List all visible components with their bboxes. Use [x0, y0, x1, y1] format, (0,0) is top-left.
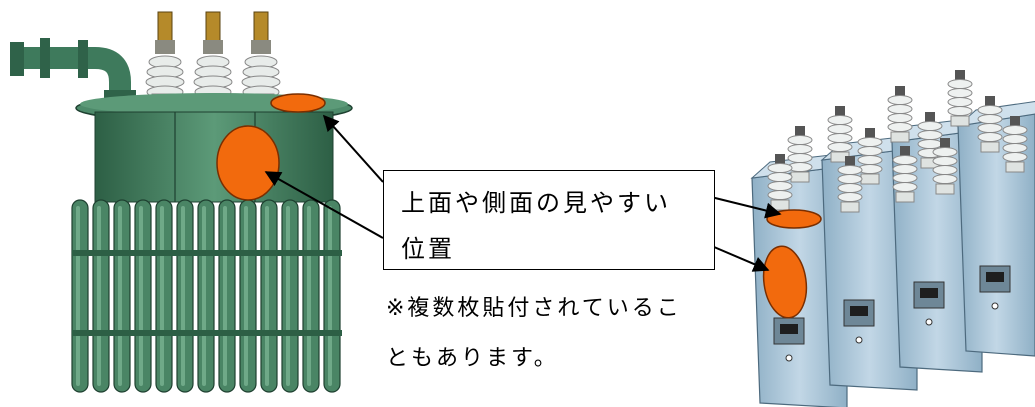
transformer-illustration [10, 11, 353, 393]
capacitor-bushing [947, 70, 973, 127]
label-position-marker [762, 245, 808, 319]
capacitor-bushing [892, 146, 918, 203]
callout-text-line2: 位置 [401, 235, 455, 263]
capacitor-bushing [1002, 116, 1028, 173]
capacitor-bushing [917, 112, 943, 169]
capacitor-bushing [857, 128, 883, 185]
label-position-marker [216, 125, 280, 201]
capacitor-bushing [787, 126, 813, 183]
capacitor-bushing [827, 106, 853, 163]
transformer-tank [94, 111, 334, 203]
capacitor-bank-illustration [750, 70, 1035, 407]
capacitor-bushing [932, 138, 958, 195]
arrow-to-capacitor-side [706, 243, 770, 272]
transformer-radiator-fins [71, 199, 342, 393]
capacitor-bushing [887, 86, 913, 143]
note-text-line2: ともあります。 [386, 346, 559, 371]
capacitor-bushing [977, 96, 1003, 153]
note-text-line1: ※複数枚貼付されているこ [386, 296, 682, 321]
pointer-arrows [264, 114, 782, 272]
arrow-to-transformer-top [322, 114, 384, 183]
arrow-to-capacitor-top [706, 195, 782, 219]
transformer-bushings [145, 11, 281, 107]
callout-text-line1: 上面や側面の見やすい [401, 189, 671, 217]
label-position-marker [270, 93, 326, 113]
transformer-pipe [10, 38, 136, 108]
arrow-to-transformer-side [264, 171, 384, 239]
capacitor-bushing [837, 156, 863, 213]
label-location-callout: 上面や側面の見やすい 位置 [383, 170, 715, 270]
